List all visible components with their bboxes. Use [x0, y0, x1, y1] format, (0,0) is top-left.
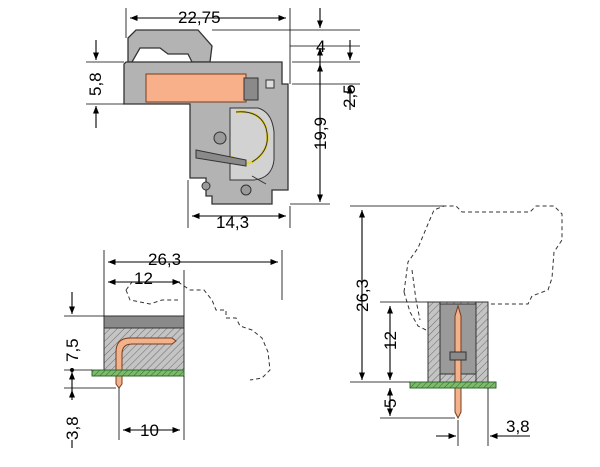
dim-side-total-26-3: 26,3	[148, 250, 181, 269]
dim-top-offset-4: 4	[316, 37, 325, 56]
front-view-drawing	[403, 205, 563, 420]
side-view-dimensions: 26,3 12 7,5 3,8 10	[63, 250, 283, 448]
dim-right-2-5: 2,5	[340, 84, 359, 108]
top-view-dimensions: 22,75 4 5,8 2,5 19,9 14,3	[86, 8, 360, 232]
dim-side-width-12: 12	[134, 269, 153, 288]
side-view-drawing	[91, 281, 271, 389]
dim-height-19-9: 19,9	[311, 117, 330, 150]
release-window	[145, 73, 247, 103]
side-pin	[115, 337, 177, 389]
marker-square	[265, 79, 275, 89]
dim-left-height-5-8: 5,8	[86, 72, 105, 96]
side-pcb	[91, 369, 185, 377]
dim-front-pin-5: 5	[381, 399, 400, 408]
front-pcb	[409, 381, 497, 389]
dim-width-22-75: 22,75	[178, 8, 221, 27]
dim-front-pin-offset-3-8: 3,8	[506, 417, 530, 436]
front-view-dimensions: 26,3 12 5 3,8	[350, 205, 530, 446]
dim-side-pin-3-8: 3,8	[63, 416, 82, 440]
dim-side-height-7-5: 7,5	[63, 338, 82, 362]
mounting-hole	[213, 131, 227, 145]
front-pin	[454, 304, 462, 420]
dim-front-total-26-3: 26,3	[353, 279, 372, 312]
dim-side-pin-offset-10: 10	[140, 421, 159, 440]
dim-front-body-12: 12	[381, 331, 400, 350]
release-lever	[127, 29, 213, 63]
dim-bottom-width-14-3: 14,3	[216, 213, 249, 232]
top-view-drawing	[123, 29, 289, 205]
